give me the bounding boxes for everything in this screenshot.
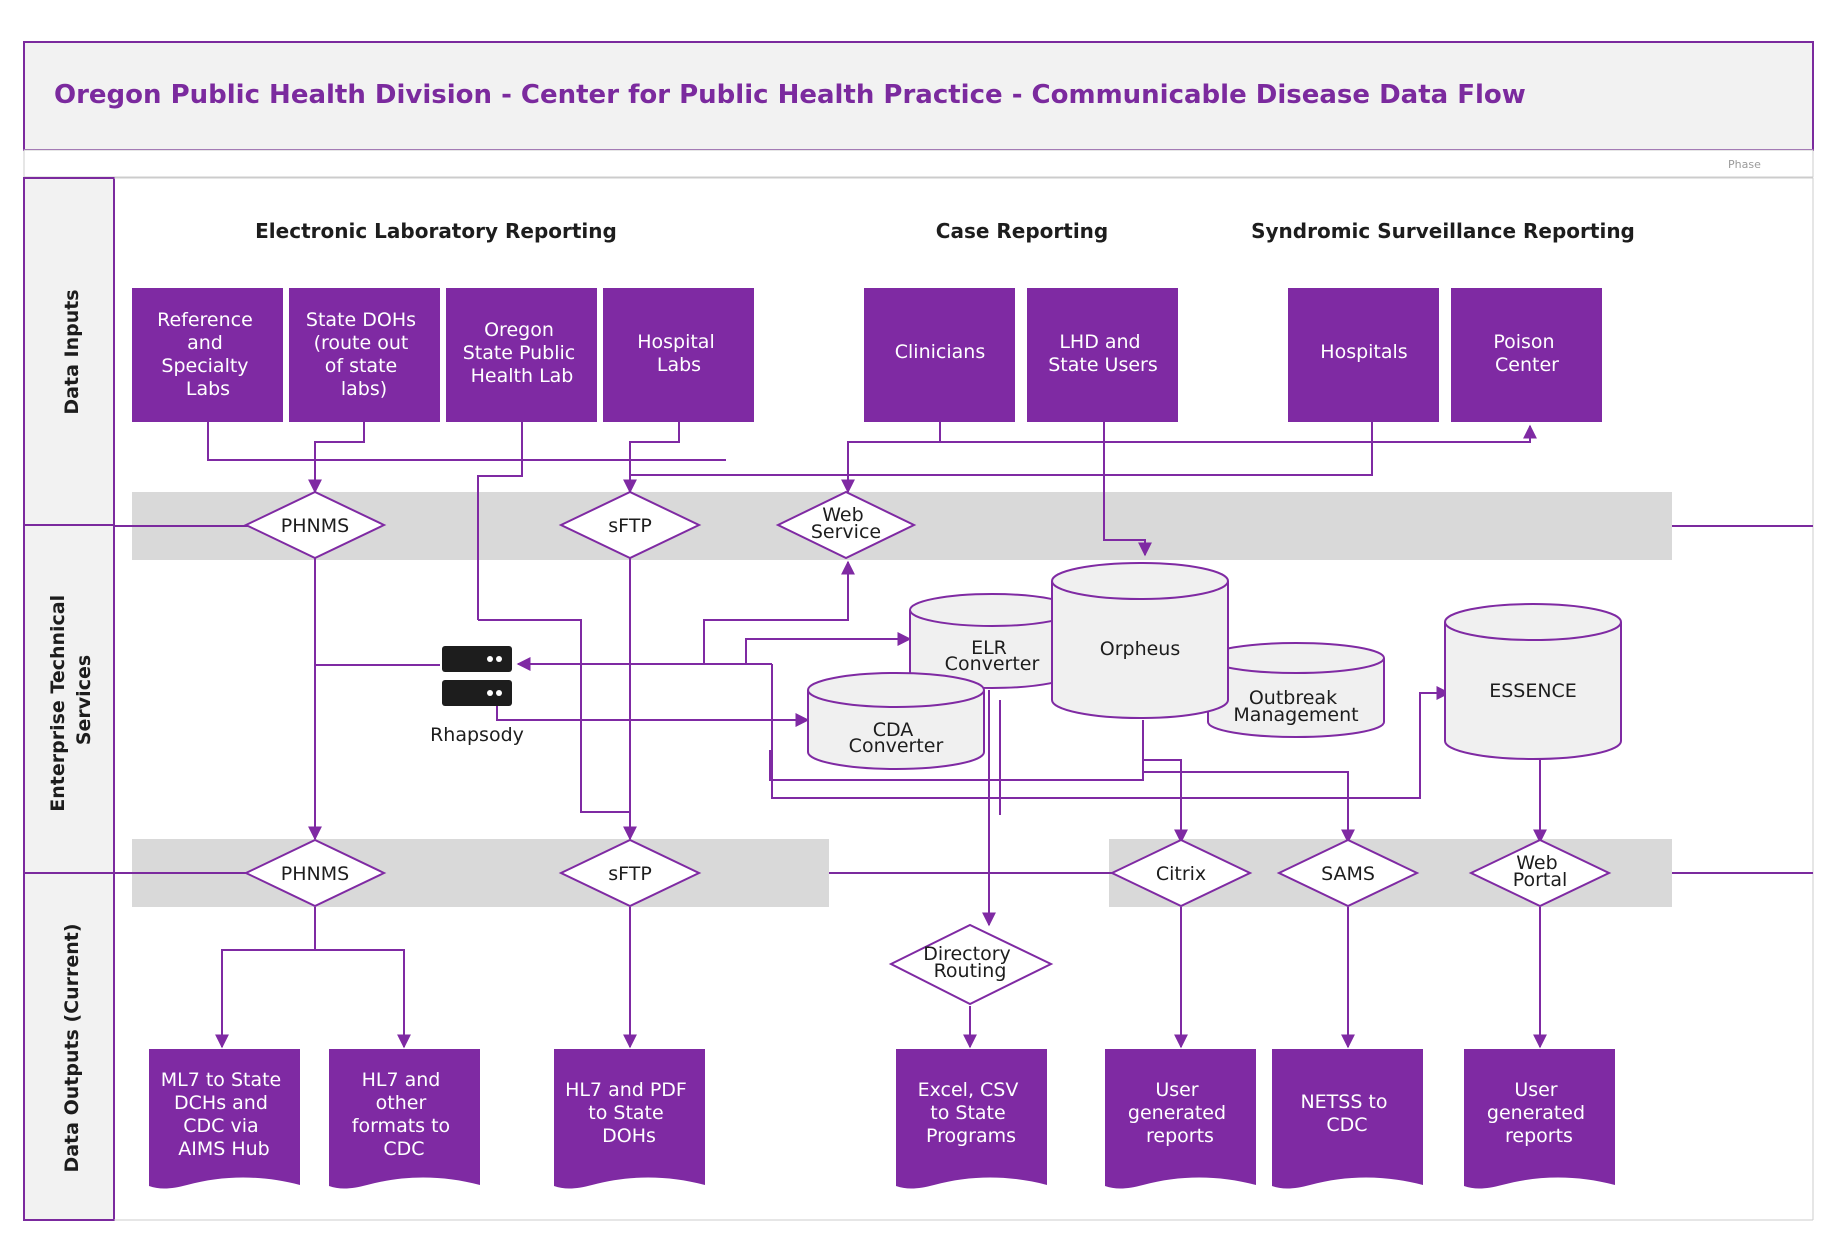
- output-netss-to-cdc: NETSS to CDC: [1272, 1049, 1423, 1189]
- svg-text:Outbreak Management: Outbreak Management: [1233, 687, 1358, 726]
- svg-text:Hospital Labs: Hospital Labs: [637, 331, 721, 376]
- output-user-generated-reports-citrix: User generated reports: [1105, 1049, 1256, 1189]
- svg-text:SAMS: SAMS: [1321, 863, 1375, 885]
- svg-text:sFTP: sFTP: [608, 515, 652, 537]
- svg-text:ESSENCE: ESSENCE: [1489, 680, 1577, 702]
- svg-text:PHNMS: PHNMS: [281, 863, 349, 885]
- svg-text:HL7 and other form: HL7 and other formats to CDC: [352, 1069, 456, 1160]
- lane-label-data-inputs: Data Inputs: [61, 289, 83, 414]
- svg-text:Poison Center: Poison Center: [1493, 331, 1560, 376]
- svg-text:Web Service: Web Service: [811, 504, 881, 543]
- elr-converter-database: ELR Converter: [909, 593, 1075, 689]
- phase-label: Phase: [1728, 158, 1761, 171]
- svg-text:Directory Routing: Directory Routing: [923, 943, 1017, 982]
- input-poison-center: Poison Center: [1451, 288, 1602, 422]
- svg-text:ML7 to State DCHs and: ML7 to State DCHs and CDC via AIMS Hub: [161, 1069, 288, 1160]
- input-state-dohs: State DOHs (route out of state labs): [289, 288, 440, 422]
- cda-converter-database: CDA Converter: [807, 672, 985, 770]
- svg-text:Web Portal: Web Portal: [1513, 852, 1568, 891]
- sftp-top-diamond: sFTP: [558, 490, 702, 560]
- essence-database: ESSENCE: [1444, 603, 1622, 760]
- svg-text:Oregon State Public: Oregon State Public Health Lab: [463, 319, 582, 387]
- title-band: Oregon Public Health Division - Center f…: [23, 41, 1814, 151]
- output-user-generated-reports-web-portal: User generated reports: [1464, 1049, 1615, 1189]
- svg-text:NETSS to CDC: NETSS to CDC: [1300, 1091, 1393, 1136]
- header-syndromic-surveillance-reporting: Syndromic Surveillance Reporting: [1251, 219, 1635, 243]
- output-ml7-to-state-dchs: ML7 to State DCHs and CDC via AIMS Hub: [149, 1049, 300, 1189]
- input-oregon-state-public-health-lab: Oregon State Public Health Lab: [446, 288, 597, 422]
- flow-lines: [207, 422, 1547, 1049]
- svg-text:Hospitals: Hospitals: [1320, 341, 1407, 363]
- phnms-top-diamond: PHNMS: [243, 490, 387, 560]
- web-service-diamond: Web Service: [775, 490, 917, 560]
- lane-headers: Data Inputs Enterprise Technical Service…: [23, 177, 1814, 1221]
- lane-label-data-outputs: Data Outputs (Current): [61, 923, 83, 1172]
- outbreak-management-database: Outbreak Management: [1207, 642, 1385, 738]
- header-electronic-laboratory-reporting: Electronic Laboratory Reporting: [255, 219, 617, 243]
- svg-text:sFTP: sFTP: [608, 863, 652, 885]
- svg-text:Excel, CSV to State: Excel, CSV to State Programs: [918, 1079, 1025, 1147]
- svg-text:CDA Converter: CDA Converter: [849, 719, 944, 757]
- svg-text:ELR Converter: ELR Converter: [945, 637, 1040, 675]
- svg-text:User generated rep: User generated reports: [1487, 1079, 1591, 1147]
- svg-text:Reference and Spec: Reference and Specialty Labs: [157, 309, 259, 400]
- input-lhd-state-users: LHD and State Users: [1027, 288, 1178, 422]
- web-portal-diamond: Web Portal: [1468, 838, 1612, 908]
- sams-diamond: SAMS: [1276, 838, 1420, 908]
- svg-text:Clinicians: Clinicians: [895, 341, 985, 363]
- input-hospitals: Hospitals: [1288, 288, 1439, 422]
- svg-text:Orpheus: Orpheus: [1100, 638, 1181, 660]
- orpheus-database: Orpheus: [1051, 562, 1229, 719]
- svg-text:LHD and State Users: LHD and State Users: [1048, 331, 1158, 376]
- directory-routing-diamond: Directory Routing: [888, 923, 1054, 1006]
- sftp-bottom-diamond: sFTP: [558, 838, 702, 908]
- input-hospital-labs: Hospital Labs: [603, 288, 754, 422]
- rhapsody-label: Rhapsody: [430, 724, 524, 746]
- output-hl7-pdf-to-state-dohs: HL7 and PDF to State DOHs: [554, 1049, 705, 1189]
- input-reference-specialty-labs: Reference and Specialty Labs: [132, 288, 283, 422]
- header-case-reporting: Case Reporting: [936, 219, 1108, 243]
- svg-text:State DOHs (route out: State DOHs (route out of state labs): [306, 309, 422, 400]
- output-excel-csv-to-state-programs: Excel, CSV to State Programs: [896, 1049, 1047, 1189]
- svg-text:Citrix: Citrix: [1156, 863, 1206, 885]
- svg-text:PHNMS: PHNMS: [281, 515, 349, 537]
- lane-label-enterprise-technical-services: Enterprise Technical Services: [47, 588, 95, 812]
- phnms-bottom-diamond: PHNMS: [243, 838, 387, 908]
- phase-bar: [23, 149, 1814, 178]
- diagram-title: Oregon Public Health Division - Center f…: [54, 80, 1526, 110]
- citrix-diamond: Citrix: [1109, 838, 1253, 908]
- svg-text:HL7 and PDF to State: HL7 and PDF to State DOHs: [565, 1079, 693, 1147]
- rhapsody-server-icon: [442, 646, 512, 706]
- output-hl7-other-formats-to-cdc: HL7 and other formats to CDC: [329, 1049, 480, 1189]
- input-clinicians: Clinicians: [864, 288, 1015, 422]
- svg-text:User generated rep: User generated reports: [1128, 1079, 1232, 1147]
